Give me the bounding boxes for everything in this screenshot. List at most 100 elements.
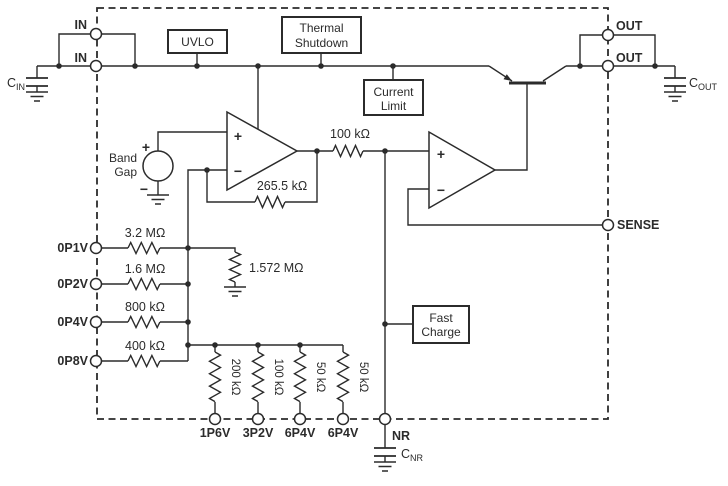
resistor-200k	[208, 351, 222, 403]
bandgap-minus-sign: −	[140, 181, 148, 197]
resistor-265p5k	[254, 194, 286, 210]
resistor-400k-label: 400 kΩ	[125, 339, 165, 353]
pin-0p1v	[89, 241, 103, 255]
cnr-label: CNR	[401, 447, 424, 463]
current-limit-label-2: Limit	[381, 99, 407, 113]
junction-dot	[382, 148, 388, 154]
pin-0p4v-label: 0P4V	[57, 315, 88, 329]
pin-6p4v-a	[293, 412, 307, 426]
resistor-800k-label: 800 kΩ	[125, 300, 165, 314]
pin-0p4v	[89, 315, 103, 329]
ground-cnr	[374, 461, 396, 472]
resistor-50k-b	[336, 351, 350, 403]
cin-capacitor	[26, 77, 48, 87]
resistor-800k	[127, 314, 161, 330]
uvlo-block	[167, 29, 228, 54]
junction-dot	[185, 342, 191, 348]
junction-dot	[194, 63, 200, 69]
junction-dot	[390, 63, 396, 69]
junction-dot	[185, 281, 191, 287]
pin-0p1v-label: 0P1V	[57, 241, 88, 255]
wire-feedback-loop	[206, 151, 318, 203]
pin-sense	[601, 218, 615, 232]
in-top-label: IN	[75, 18, 88, 32]
pass-transistor	[488, 65, 567, 85]
resistor-1p572m-label: 1.572 MΩ	[249, 261, 304, 275]
resistor-100k-label: 100 kΩ	[330, 127, 370, 141]
resistor-1p6m	[127, 276, 161, 292]
ground-bandgap	[147, 194, 169, 205]
junction-dot	[185, 245, 191, 251]
thermal-shutdown-label-1: Thermal	[299, 21, 343, 35]
pin-6p4v-b	[336, 412, 350, 426]
resistor-400k	[127, 353, 161, 369]
device-boundary	[96, 7, 609, 420]
resistor-200k-label: 200 kΩ	[229, 359, 241, 396]
sense-label: SENSE	[617, 218, 659, 232]
wire-shunt-resistor	[188, 247, 236, 287]
resistor-3p2m	[127, 240, 161, 256]
pin-6p4v-a-label: 6P4V	[285, 426, 316, 440]
pin-terminals	[89, 27, 615, 426]
cout-label-sub: OUT	[698, 82, 718, 92]
out-top-label: OUT	[616, 19, 643, 33]
junction-dot	[314, 148, 320, 154]
resistor-symbols	[127, 143, 364, 403]
resistor-265p5k-label: 265.5 kΩ	[257, 179, 307, 193]
cin-label: CIN	[7, 76, 25, 92]
pin-1p6v	[208, 412, 222, 426]
resistor-1p572m	[227, 251, 243, 283]
junction-dot	[132, 63, 138, 69]
pin-nr	[378, 412, 392, 426]
pin-0p8v	[89, 354, 103, 368]
ground-symbols	[26, 91, 686, 472]
junction-dots	[56, 63, 658, 348]
fast-charge-block	[412, 305, 470, 344]
pin-0p2v	[89, 277, 103, 291]
pin-3p2v-label: 3P2V	[243, 426, 274, 440]
cout-label-main: C	[689, 76, 698, 90]
wire-minus-input-bus	[187, 169, 227, 361]
resistor-100k-ladder-label: 100 kΩ	[272, 359, 284, 396]
opamp2-minus-sign: −	[437, 182, 445, 198]
resistor-100k-series	[332, 143, 364, 159]
wire-bandgap-to-plus-input	[157, 131, 227, 151]
resistor-50k-b-label: 50 kΩ	[357, 362, 369, 393]
junction-dot	[652, 63, 658, 69]
capacitor-symbols	[26, 77, 686, 457]
junction-dot	[185, 319, 191, 325]
cnr-capacitor	[374, 447, 396, 457]
cin-label-sub: IN	[16, 82, 25, 92]
pin-1p6v-label: 1P6V	[200, 426, 231, 440]
current-limit-block	[363, 79, 424, 116]
junction-dot	[255, 63, 261, 69]
pin-out-bottom	[601, 59, 615, 73]
pin-6p4v-b-label: 6P4V	[328, 426, 359, 440]
current-limit-label-1: Current	[373, 85, 414, 99]
transistor-emitter-arrow	[503, 74, 512, 81]
junction-dot	[382, 321, 388, 327]
out-bottom-label: OUT	[616, 51, 643, 65]
bandgap-label-1: Band	[109, 151, 137, 165]
cnr-label-sub: NR	[410, 453, 423, 463]
junction-dot	[255, 342, 261, 348]
cout-capacitor	[664, 77, 686, 87]
junction-dot	[212, 342, 218, 348]
opamp1-minus-sign: −	[234, 163, 242, 179]
bandgap-plus-sign: +	[142, 139, 150, 155]
junction-dot	[204, 167, 210, 173]
pin-in-bottom	[89, 59, 103, 73]
error-amplifier	[226, 110, 299, 192]
wire-opamp2-to-base	[495, 84, 528, 171]
pin-out-top	[601, 28, 615, 42]
thermal-shutdown-block	[281, 16, 362, 54]
buffer-amplifier	[428, 130, 497, 210]
ground-shunt	[224, 286, 246, 297]
opamp1-plus-sign: +	[234, 128, 242, 144]
nr-label: NR	[392, 429, 410, 443]
ground-cin	[26, 91, 48, 102]
transistor-collector	[542, 65, 567, 82]
resistor-50k-a-label: 50 kΩ	[314, 362, 326, 393]
